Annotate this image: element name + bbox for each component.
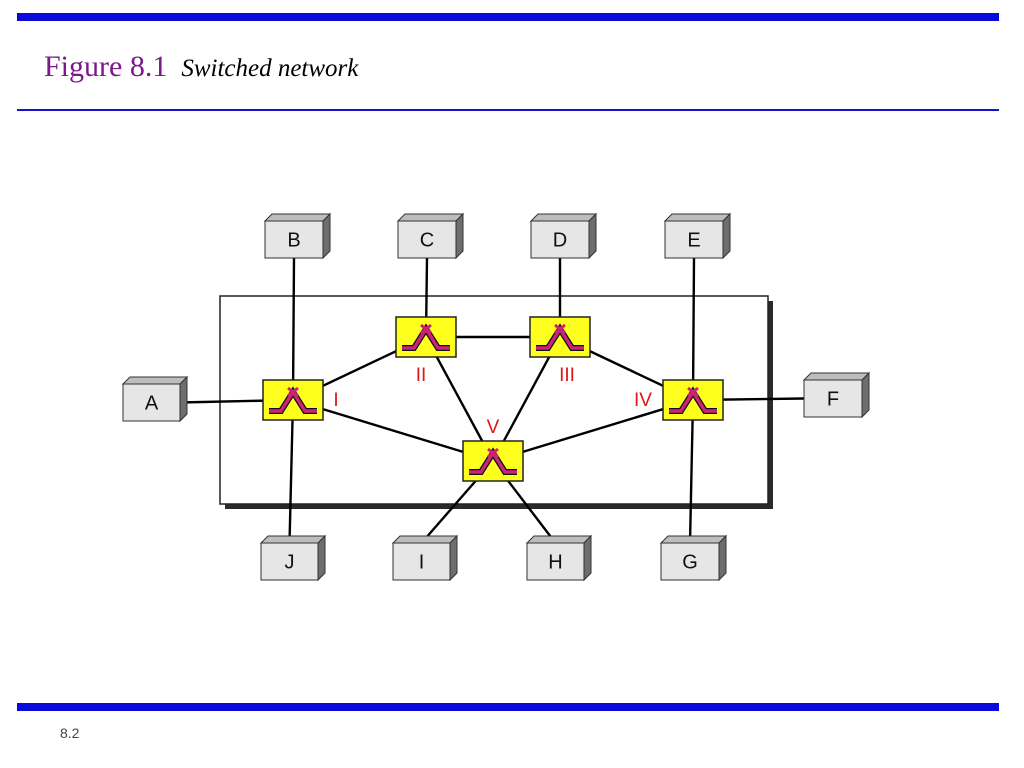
bottom-accent-bar bbox=[17, 703, 999, 711]
top-accent-bar bbox=[17, 13, 999, 21]
station-j: J bbox=[259, 534, 327, 582]
switch-iii bbox=[529, 316, 591, 358]
station-label-g: G bbox=[682, 552, 698, 574]
station-d: D bbox=[529, 212, 598, 260]
switch-label-v: V bbox=[487, 417, 500, 438]
station-label-f: F bbox=[827, 389, 839, 411]
station-label-i: I bbox=[419, 552, 425, 574]
station-b: B bbox=[263, 212, 332, 260]
switch-label-i: I bbox=[333, 390, 338, 411]
figure-subtitle: Switched network bbox=[181, 55, 359, 82]
station-label-d: D bbox=[553, 230, 567, 252]
stations-layer: B C D E A F J I H G bbox=[121, 212, 871, 582]
station-label-a: A bbox=[145, 393, 159, 415]
switch-iv bbox=[662, 379, 724, 421]
station-label-b: B bbox=[287, 230, 300, 252]
link-switch-iv-to-switch-v bbox=[492, 398, 694, 463]
switch-ii bbox=[395, 316, 457, 358]
switch-symbol-icon bbox=[669, 386, 717, 414]
switch-symbol-icon bbox=[536, 323, 584, 351]
link-station-j-to-switch-i bbox=[288, 399, 295, 544]
switch-symbol-icon bbox=[402, 323, 450, 351]
link-switch-i-to-switch-v bbox=[292, 398, 494, 463]
switch-label-iv: IV bbox=[634, 390, 652, 411]
switch-label-iii: III bbox=[559, 365, 575, 386]
station-label-c: C bbox=[420, 230, 434, 252]
switch-symbol-icon bbox=[269, 386, 317, 414]
station-label-h: H bbox=[548, 552, 562, 574]
slide-title: Figure 8.1 Switched network bbox=[44, 50, 358, 84]
title-divider bbox=[17, 109, 999, 111]
station-label-j: J bbox=[285, 552, 295, 574]
switch-symbol-icon bbox=[469, 447, 517, 475]
station-g: G bbox=[659, 534, 728, 582]
figure-label: Figure 8.1 bbox=[44, 50, 168, 83]
station-e: E bbox=[663, 212, 732, 260]
link-station-g-to-switch-iv bbox=[688, 399, 695, 544]
link-station-e-to-switch-iv bbox=[691, 257, 696, 401]
station-c: C bbox=[396, 212, 465, 260]
station-f: F bbox=[802, 371, 871, 419]
switch-i bbox=[262, 379, 324, 421]
station-a: A bbox=[121, 375, 189, 423]
page-number: 8.2 bbox=[60, 725, 80, 741]
switch-label-ii: II bbox=[416, 365, 427, 386]
link-station-b-to-switch-i bbox=[291, 257, 296, 401]
station-h: H bbox=[525, 534, 593, 582]
station-i: I bbox=[391, 534, 459, 582]
switch-v bbox=[462, 440, 524, 482]
station-label-e: E bbox=[687, 230, 700, 252]
